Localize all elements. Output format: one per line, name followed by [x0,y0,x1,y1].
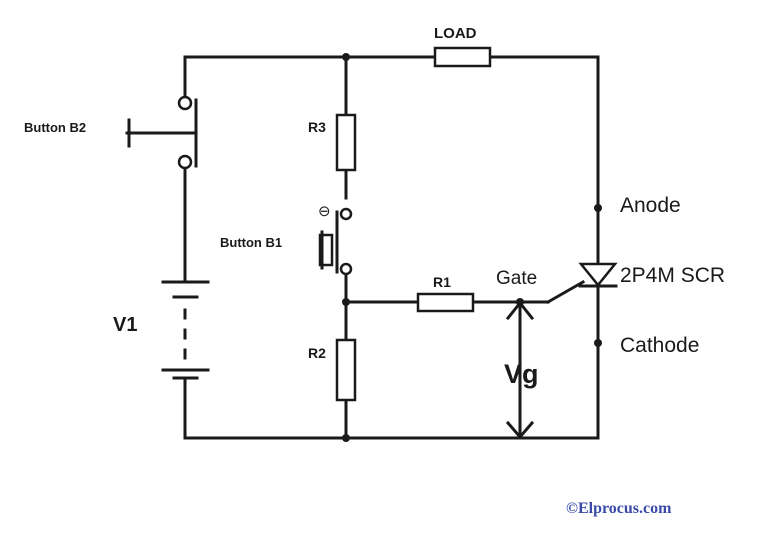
r2-resistor [335,338,357,402]
junction-dots [342,53,602,442]
vg-arrow [505,300,535,440]
scr-label: 2P4M SCR [620,264,725,287]
r3-resistor [335,113,357,172]
r1-label: R1 [433,274,451,290]
gate-label: Gate [496,268,537,289]
battery-v1 [161,280,210,380]
vg-label: Vg [504,359,539,389]
minus-symbol: ⊖ [318,203,331,220]
watermark: ©Elprocus.com [566,500,672,517]
r3-label: R3 [308,119,326,135]
anode-label: Anode [620,194,681,217]
r1-resistor [416,292,475,313]
cathode-label: Cathode [620,334,699,357]
button-b1 [318,188,353,276]
load-label: LOAD [434,25,477,42]
scr-symbol [578,262,618,288]
button-b2 [125,95,198,170]
v1-label: V1 [113,314,137,336]
r2-label: R2 [308,345,326,361]
wires [183,55,600,440]
button-b1-label: Button B1 [220,235,282,250]
load-resistor [433,46,492,68]
button-b2-label: Button B2 [24,120,86,135]
